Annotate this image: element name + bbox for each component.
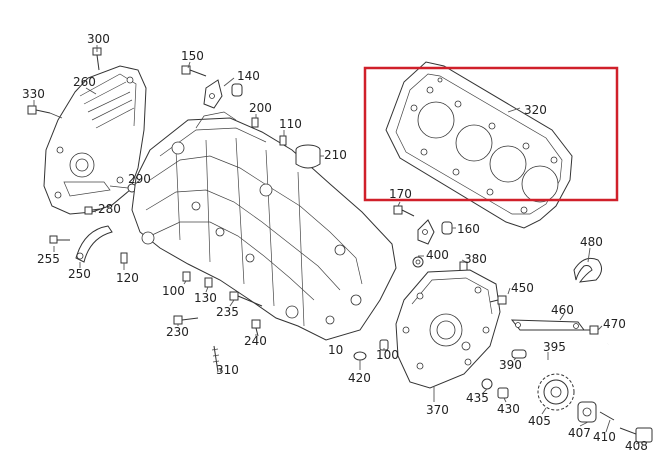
label-370: 370 — [426, 403, 449, 417]
label-320: 320 — [524, 103, 547, 117]
label-255: 255 — [37, 252, 60, 266]
timing-cover-part — [43, 65, 147, 215]
label-110: 110 — [279, 117, 302, 131]
label-390: 390 — [499, 358, 522, 372]
clamp-480-part — [573, 257, 602, 283]
gear-405-part — [537, 373, 575, 411]
label-300: 300 — [87, 32, 110, 46]
highlight-box — [363, 66, 619, 202]
label-470: 470 — [603, 317, 626, 331]
label-100a: 100 — [162, 284, 185, 298]
label-395: 395 — [543, 340, 566, 354]
label-130: 130 — [194, 291, 217, 305]
label-160: 160 — [457, 222, 480, 236]
rear-cover-part — [395, 269, 501, 389]
label-407: 407 — [568, 426, 591, 440]
bolt-230-part — [173, 315, 199, 325]
bolt-280-part — [84, 206, 101, 215]
bolt-408-part — [619, 427, 653, 443]
dowel-200-part — [251, 117, 259, 128]
label-430: 430 — [497, 402, 520, 416]
bolt-170-part — [393, 205, 415, 217]
dowel-120-part — [120, 252, 128, 264]
label-420: 420 — [348, 371, 371, 385]
ring-400-part — [412, 256, 424, 268]
dowel-100a-part — [182, 271, 191, 282]
label-230: 230 — [166, 325, 189, 339]
dowel-110-part — [279, 135, 287, 146]
label-450: 450 — [511, 281, 534, 295]
label-435: 435 — [466, 391, 489, 405]
washer-435-part — [481, 378, 493, 390]
hub-407-part — [577, 401, 597, 423]
sleeve-390-part — [511, 349, 527, 359]
label-408: 408 — [625, 439, 648, 453]
stud-310-part — [211, 345, 220, 373]
label-140: 140 — [237, 69, 260, 83]
bracket-250-part — [75, 225, 113, 263]
label-480: 480 — [580, 235, 603, 249]
label-150: 150 — [181, 49, 204, 63]
bracket-160-part — [417, 219, 453, 245]
label-310: 310 — [216, 363, 239, 377]
label-400: 400 — [426, 248, 449, 262]
tube-395-part — [523, 342, 609, 370]
leader-lines — [33, 45, 641, 445]
bolt-330-part — [27, 105, 63, 119]
plug-420-part — [353, 351, 367, 361]
label-10: 10 — [328, 343, 343, 357]
label-290: 290 — [128, 172, 151, 186]
dowel-130-part — [204, 277, 213, 288]
sleeve-210-part — [295, 144, 321, 169]
bolt-450-part — [489, 295, 507, 305]
label-235: 235 — [216, 305, 239, 319]
label-120: 120 — [116, 271, 139, 285]
bolt-240-part — [251, 319, 261, 337]
part-labels: 300 260 330 150 140 200 110 210 290 280 … — [22, 32, 648, 453]
bolt-255-part — [49, 235, 70, 244]
label-410: 410 — [593, 430, 616, 444]
label-250: 250 — [68, 267, 91, 281]
label-280: 280 — [98, 202, 121, 216]
crankcase-part — [131, 111, 397, 341]
label-200: 200 — [249, 101, 272, 115]
label-240: 240 — [244, 334, 267, 348]
bolt-470-part — [584, 325, 599, 335]
label-210: 210 — [324, 148, 347, 162]
bolt-150-part — [181, 65, 207, 77]
label-330: 330 — [22, 87, 45, 101]
label-170: 170 — [389, 187, 412, 201]
bracket-460-part — [510, 319, 585, 331]
pin-410-part — [599, 411, 615, 421]
label-405: 405 — [528, 414, 551, 428]
label-260: 260 — [73, 75, 96, 89]
head-gasket-part — [385, 61, 573, 229]
label-100b: 100 — [376, 348, 399, 362]
nut-430-part — [497, 387, 509, 399]
label-460: 460 — [551, 303, 574, 317]
bracket-140-part — [203, 79, 243, 109]
label-380: 380 — [464, 252, 487, 266]
